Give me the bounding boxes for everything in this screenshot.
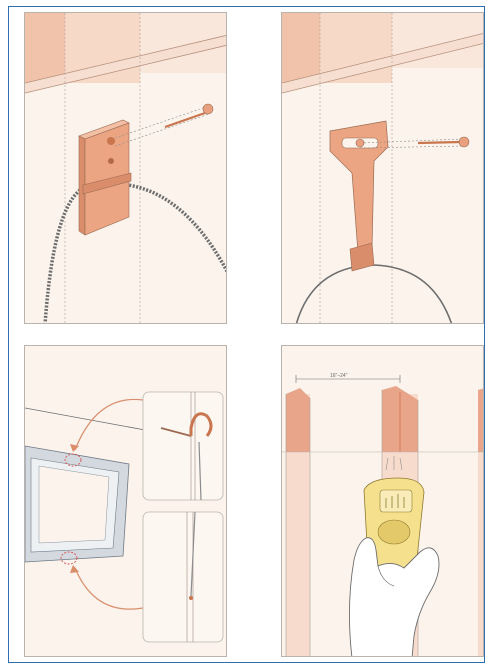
picture-frame bbox=[25, 446, 129, 564]
inset-hook bbox=[143, 392, 223, 500]
stud-finder-illustration: 16"–24" bbox=[282, 346, 484, 657]
measure-label: 16"–24" bbox=[330, 373, 348, 379]
panel-stud-finder: 16"–24" bbox=[281, 345, 484, 657]
wall-anchor-block bbox=[79, 120, 131, 235]
stud-left bbox=[286, 388, 310, 657]
frame-and-hook-illustration bbox=[25, 346, 227, 657]
panel-frame-and-hook bbox=[24, 345, 227, 657]
inset-wire-on-frame bbox=[143, 512, 223, 642]
wall-anchor-illustration bbox=[25, 13, 227, 324]
stud-right bbox=[478, 388, 484, 657]
panel-wall-anchor bbox=[24, 12, 227, 324]
panel-sawtooth-hanger bbox=[281, 12, 484, 324]
sawtooth-hanger-illustration bbox=[282, 13, 484, 324]
